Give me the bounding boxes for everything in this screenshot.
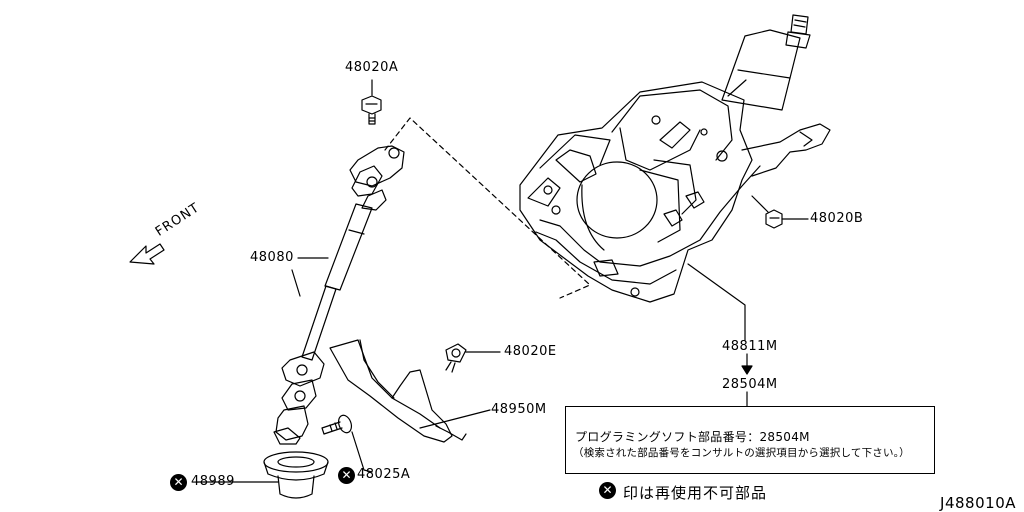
label-48080: 48080 <box>250 250 294 265</box>
steering-column-assembly-48811m <box>519 14 831 303</box>
non-reusable-mark-icon: ✕ <box>338 467 355 484</box>
hole-cover-48989 <box>195 451 329 499</box>
bolt-48020a <box>361 79 382 125</box>
label-48020a: 48020A <box>345 60 399 75</box>
bolt-48025a <box>321 414 373 473</box>
programming-software-note: プログラミングソフト部品番号：28504M （検索された部品番号をコンサルトの選… <box>565 406 935 474</box>
arrow-down-icon <box>741 353 753 375</box>
note-line-2: （検索された部品番号をコンサルトの選択項目から選択して下さい。） <box>573 447 910 459</box>
label-48950m: 48950M <box>491 402 547 417</box>
label-48020b: 48020B <box>810 211 864 226</box>
note-line-1: プログラミングソフト部品番号：28504M <box>575 430 810 444</box>
leader-48811m <box>687 263 746 341</box>
bolt-48020b <box>751 195 809 229</box>
clip-48020e <box>445 343 501 373</box>
dashed-reference-line <box>384 117 591 299</box>
non-reusable-mark-icon: ✕ <box>170 474 187 491</box>
label-48989: 48989 <box>191 474 235 489</box>
label-48025a: 48025A <box>357 467 411 482</box>
label-48811m: 48811M <box>722 339 778 354</box>
legend-mark-icon: ✕ <box>599 482 616 499</box>
legend-text: 印は再使用不可部品 <box>623 484 768 502</box>
figure-code: J488010A <box>940 494 1016 512</box>
intermediate-shaft-48080 <box>273 145 405 445</box>
label-28504m: 28504M <box>722 377 778 392</box>
label-48020e: 48020E <box>504 344 557 359</box>
column-cover-48950m <box>329 339 491 443</box>
front-arrow-icon <box>129 243 165 265</box>
